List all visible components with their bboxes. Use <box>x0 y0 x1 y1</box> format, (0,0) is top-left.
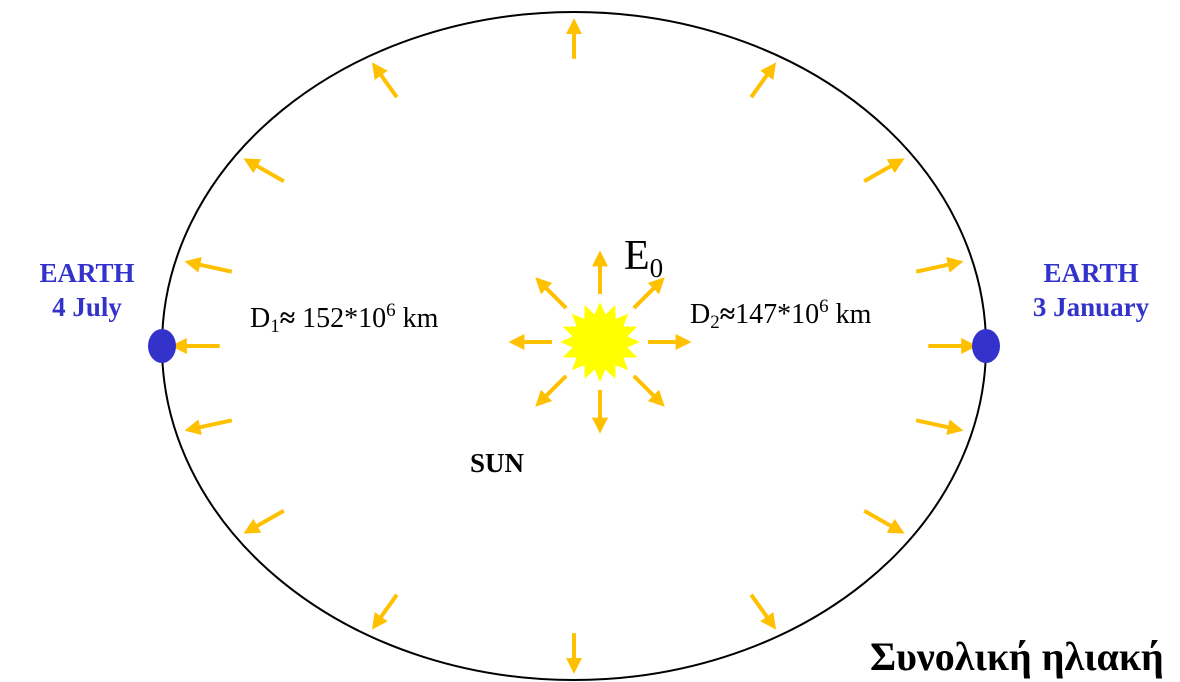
earth-july-date: 4 July <box>52 292 122 322</box>
earth-july-icon <box>148 329 176 363</box>
outer-ray-arrow <box>915 418 964 436</box>
caption-text: Συνολική ηλιακή <box>870 634 1164 679</box>
earth-january-date: 3 January <box>1032 292 1150 322</box>
sun-ray-arrow <box>632 277 665 310</box>
outer-ray-arrow <box>371 593 399 630</box>
sun-ray-arrow <box>535 374 568 407</box>
outer-ray-arrow <box>863 158 905 183</box>
outer-ray-arrow <box>915 256 964 274</box>
outer-ray-arrow <box>243 158 285 183</box>
sun-label: SUN <box>470 448 525 478</box>
sun-icon <box>560 302 640 382</box>
solar-constant-label: E0 <box>624 233 664 283</box>
outer-ray-arrow <box>243 509 285 534</box>
earth-january-label: EARTH 3 January <box>1006 256 1176 324</box>
sun-rays <box>508 250 692 434</box>
earth-july-label: EARTH 4 July <box>22 256 152 324</box>
outer-ray-arrow <box>749 593 777 630</box>
earth-january-name: EARTH <box>1043 258 1139 288</box>
distance-perihelion: D2≈147*106 km <box>690 296 872 333</box>
outer-ray-arrow <box>184 256 233 274</box>
outer-ray-arrow <box>184 418 233 436</box>
outer-ray-arrow <box>749 62 777 99</box>
sun-ray-arrow <box>535 277 568 310</box>
sun-ray-arrow <box>632 374 665 407</box>
earth-january-icon <box>972 329 1000 363</box>
outer-rays <box>170 18 978 674</box>
distance-aphelion: D1≈ 152*106 km <box>250 300 439 337</box>
earth-july-name: EARTH <box>39 258 135 288</box>
outer-ray-arrow <box>863 509 905 534</box>
outer-ray-arrow <box>371 62 399 99</box>
